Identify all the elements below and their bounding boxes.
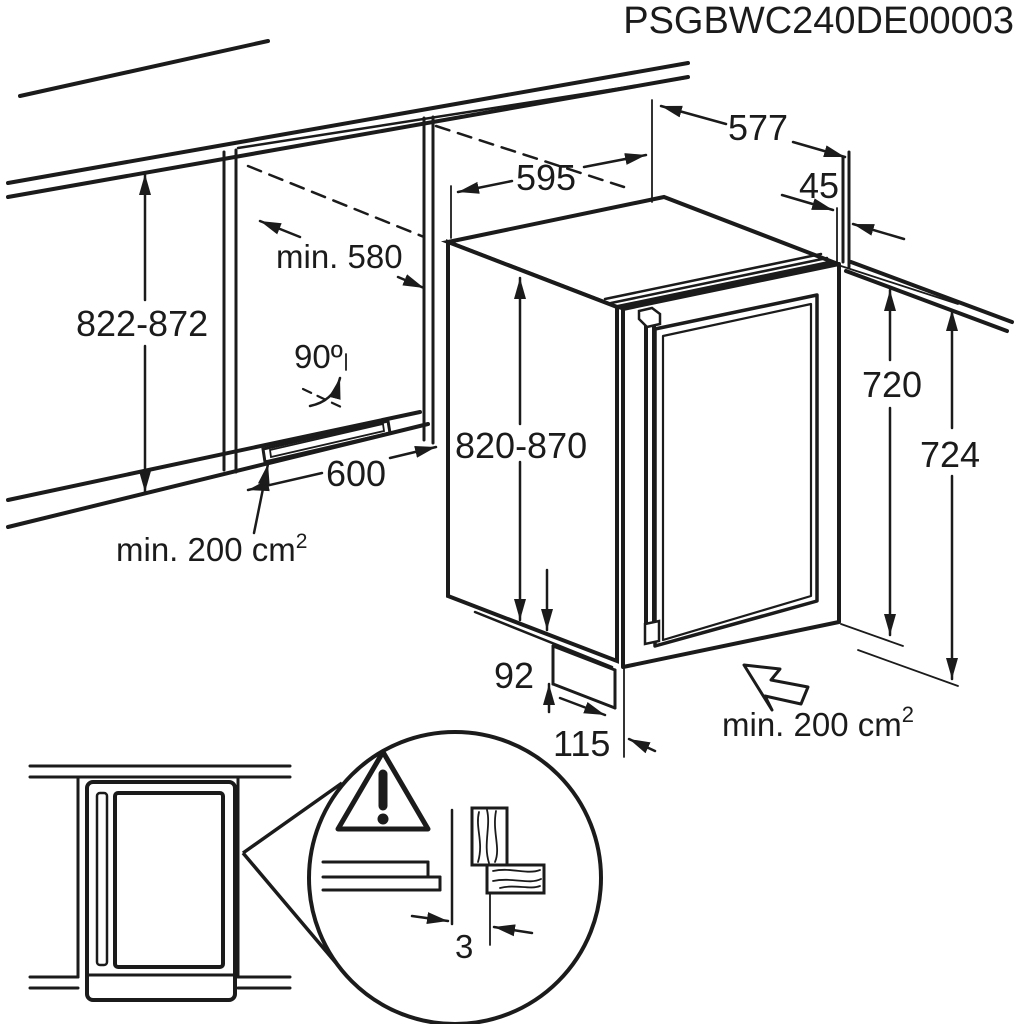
vent-area-front-text: min. 200 cm [722, 706, 902, 743]
dim-arrow [396, 274, 426, 290]
dim-appliance-depth: 577 [659, 104, 847, 159]
dim-side-gap: 3 [410, 893, 534, 965]
counter-front-top-edge [6, 61, 690, 185]
dim-arrow [456, 179, 514, 194]
plinth-height-label: 92 [494, 655, 534, 696]
dim-niche-depth: min. 580 [258, 219, 426, 290]
dim-arrow [388, 445, 438, 460]
dim-counter-height: 822-872 [76, 172, 208, 494]
niche-depth-label: min. 580 [276, 238, 403, 275]
dim-overall-height: 724 [920, 308, 980, 681]
dim-arrow [791, 140, 847, 159]
vent-area-left-label: min. 200 cm2 [116, 530, 307, 568]
counter-front-lines [28, 764, 292, 779]
dim-vent-area-front: min. 200 cm2 [722, 663, 914, 743]
dim-plinth-height: 92 [494, 568, 555, 714]
vent-pointer-arrow [252, 462, 270, 535]
counter-hidden-edge [434, 124, 626, 189]
door-glass-front [113, 791, 225, 969]
dim-arrow [659, 104, 728, 126]
plinth-vent-slot [261, 419, 392, 464]
dim-arrow [582, 153, 648, 169]
warning-icon [335, 749, 431, 832]
top-front-band-line1 [609, 256, 829, 305]
side-gap-label: 3 [455, 928, 473, 965]
handle-front [95, 791, 109, 967]
counter-front-bottom-edge [6, 75, 690, 199]
kitchen-counter [6, 39, 1014, 529]
dim-arrow [780, 193, 835, 212]
dimension-annotations: 822-872 min. 580 90º 600 [76, 99, 980, 764]
niche-hidden-edge [246, 164, 426, 239]
appliance-door [621, 262, 841, 669]
callout-wedge [241, 781, 344, 965]
detail-zoom-circle: 3 [307, 730, 603, 1024]
dim-front-clearance: 45 [780, 165, 906, 241]
dim-arrow [410, 912, 450, 925]
handle-top-cap [637, 306, 662, 329]
vent-area-front-label: min. 200 cm2 [722, 702, 914, 743]
plinth-cutout-width-label: 600 [326, 453, 386, 494]
dim-plinth-cutout-width: 600 [246, 445, 438, 494]
extension-lines [345, 99, 959, 758]
dim-vent-area-left: min. 200 cm2 [116, 462, 307, 568]
dim-arrow [246, 471, 324, 492]
dim-door-angle: 90º [294, 338, 343, 409]
dim-appliance-height: 820-870 [455, 276, 587, 622]
wall-top-edge [18, 39, 270, 98]
dim-plinth-recess-depth: 115 [553, 696, 657, 764]
appliance-width-label: 595 [516, 157, 576, 198]
counter-underside-edge [236, 76, 688, 150]
appliance-side-panel [446, 239, 619, 664]
door-handle [637, 306, 662, 646]
counter-height-label: 822-872 [76, 303, 208, 344]
vent-area-front-sup: 2 [902, 702, 914, 727]
appliance [440, 194, 841, 710]
door-angle-label: 90º [294, 338, 343, 375]
dim-arrow [558, 696, 607, 717]
appliance-depth-label: 577 [728, 107, 788, 148]
dim-arrow [492, 924, 534, 937]
right-counter-section [841, 150, 1014, 333]
detail-front-view [28, 764, 292, 1002]
door-open-dashed-edge [301, 387, 343, 409]
appliance-front-outline [85, 780, 237, 1002]
dim-arrow [627, 737, 657, 754]
vent-area-left-text: min. 200 cm [116, 531, 296, 568]
furniture-wood-section [470, 806, 546, 895]
exclamation-dot [377, 813, 389, 825]
overall-height-label: 724 [920, 434, 980, 475]
callout-lines [241, 781, 344, 965]
front-clearance-label: 45 [799, 165, 839, 206]
side-bottom-shadow-line [473, 610, 614, 669]
angle-arc-arrow [308, 376, 342, 408]
drawing-code-title: PSGBWC240DE00003 [623, 0, 1014, 42]
cabinet-side-edges [76, 775, 240, 979]
door-glass-frame-inner [661, 302, 813, 642]
door-height-label: 720 [862, 364, 922, 405]
airflow-block-arrow-icon [742, 663, 810, 712]
handle-bottom-cap [643, 619, 661, 646]
plinth-top-edge [6, 410, 422, 502]
warning-triangle [335, 749, 431, 832]
wood-grain [477, 809, 542, 889]
top-front-band-line2 [603, 252, 823, 301]
dim-appliance-width: 595 [456, 153, 648, 198]
main-isometric-view: 822-872 min. 580 90º 600 [6, 39, 1014, 764]
dim-arrow [851, 222, 906, 241]
appliance-height-label: 820-870 [455, 425, 587, 466]
appliance-edge-section [321, 860, 442, 892]
dim-door-height: 720 [862, 288, 922, 637]
wood-plinth [485, 863, 546, 895]
dim-arrow [258, 219, 302, 239]
plinth-recess-depth-label: 115 [553, 723, 610, 764]
vent-area-left-sup: 2 [296, 530, 308, 553]
